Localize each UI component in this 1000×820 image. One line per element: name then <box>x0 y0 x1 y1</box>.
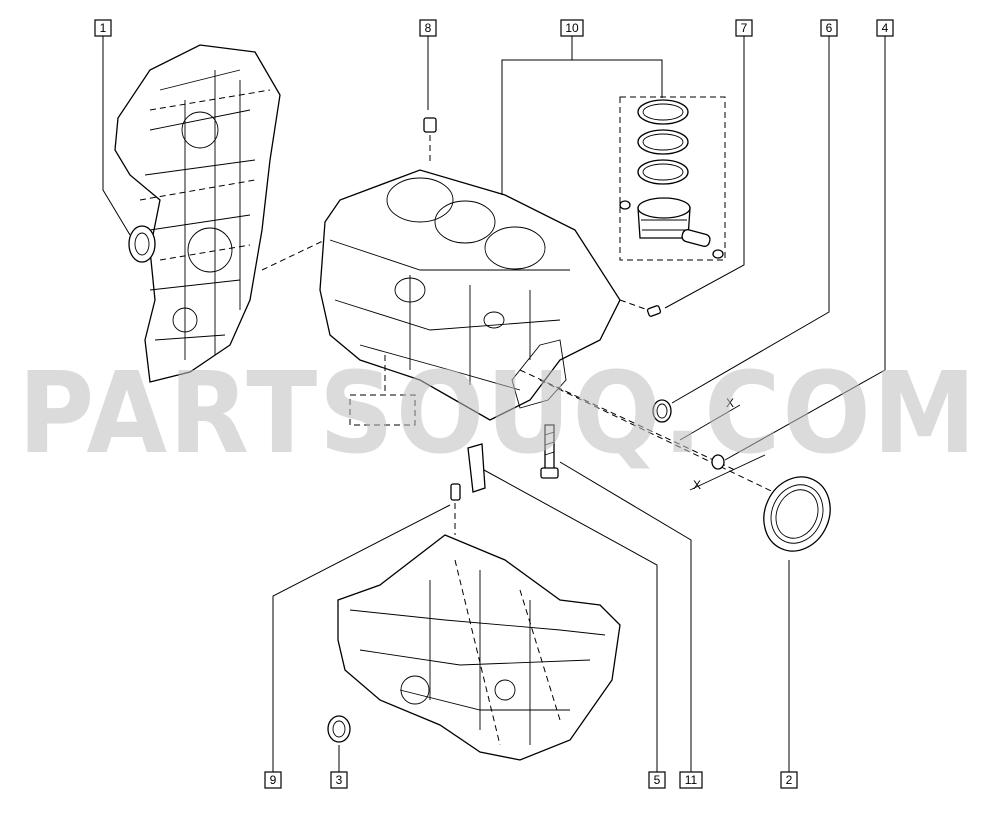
seal-ring-left <box>128 225 156 263</box>
lower-crankcase <box>337 534 621 761</box>
bushing-sleeve <box>467 443 486 493</box>
callout-label-7: 7 <box>741 21 748 35</box>
callout-10: 10 <box>560 19 584 37</box>
callout-4: 4 <box>876 19 894 37</box>
rear-main-seal <box>763 476 831 552</box>
watermark-text: PARTSOUQ.COM <box>18 349 978 479</box>
callout-label-11: 11 <box>685 773 698 787</box>
callout-label-2: 2 <box>786 773 793 787</box>
callout-8: 8 <box>419 19 437 37</box>
timing-cover <box>114 44 281 383</box>
callout-label-4: 4 <box>882 21 889 35</box>
leader-lines <box>102 36 886 772</box>
seal-ring-lower <box>327 715 351 743</box>
callout-label-3: 3 <box>336 773 343 787</box>
callout-label-6: 6 <box>826 21 833 35</box>
callout-label-5: 5 <box>654 773 661 787</box>
axis-mark-lower: X <box>693 478 701 492</box>
alignment-line-cover <box>261 239 326 271</box>
callout-7: 7 <box>735 19 753 37</box>
bolt <box>540 424 559 479</box>
cylinder-block <box>319 169 621 426</box>
callout-2: 2 <box>780 771 798 789</box>
callout-label-9: 9 <box>270 773 277 787</box>
dowel-pin-top <box>423 117 437 165</box>
axis-mark-upper: X <box>726 396 734 410</box>
callout-3: 3 <box>330 771 348 789</box>
callout-label-10: 10 <box>565 21 579 35</box>
dowel-pin-right <box>619 299 662 317</box>
callout-11: 11 <box>679 771 703 789</box>
callout-9: 9 <box>264 771 282 789</box>
callout-5: 5 <box>648 771 666 789</box>
dowel-pin-lower <box>450 483 461 535</box>
callout-label-8: 8 <box>425 21 432 35</box>
crank-axis-parts <box>519 369 791 501</box>
callout-1: 1 <box>94 19 112 37</box>
callout-label-1: 1 <box>100 21 107 35</box>
piston-assembly <box>619 96 726 261</box>
callout-6: 6 <box>820 19 838 37</box>
